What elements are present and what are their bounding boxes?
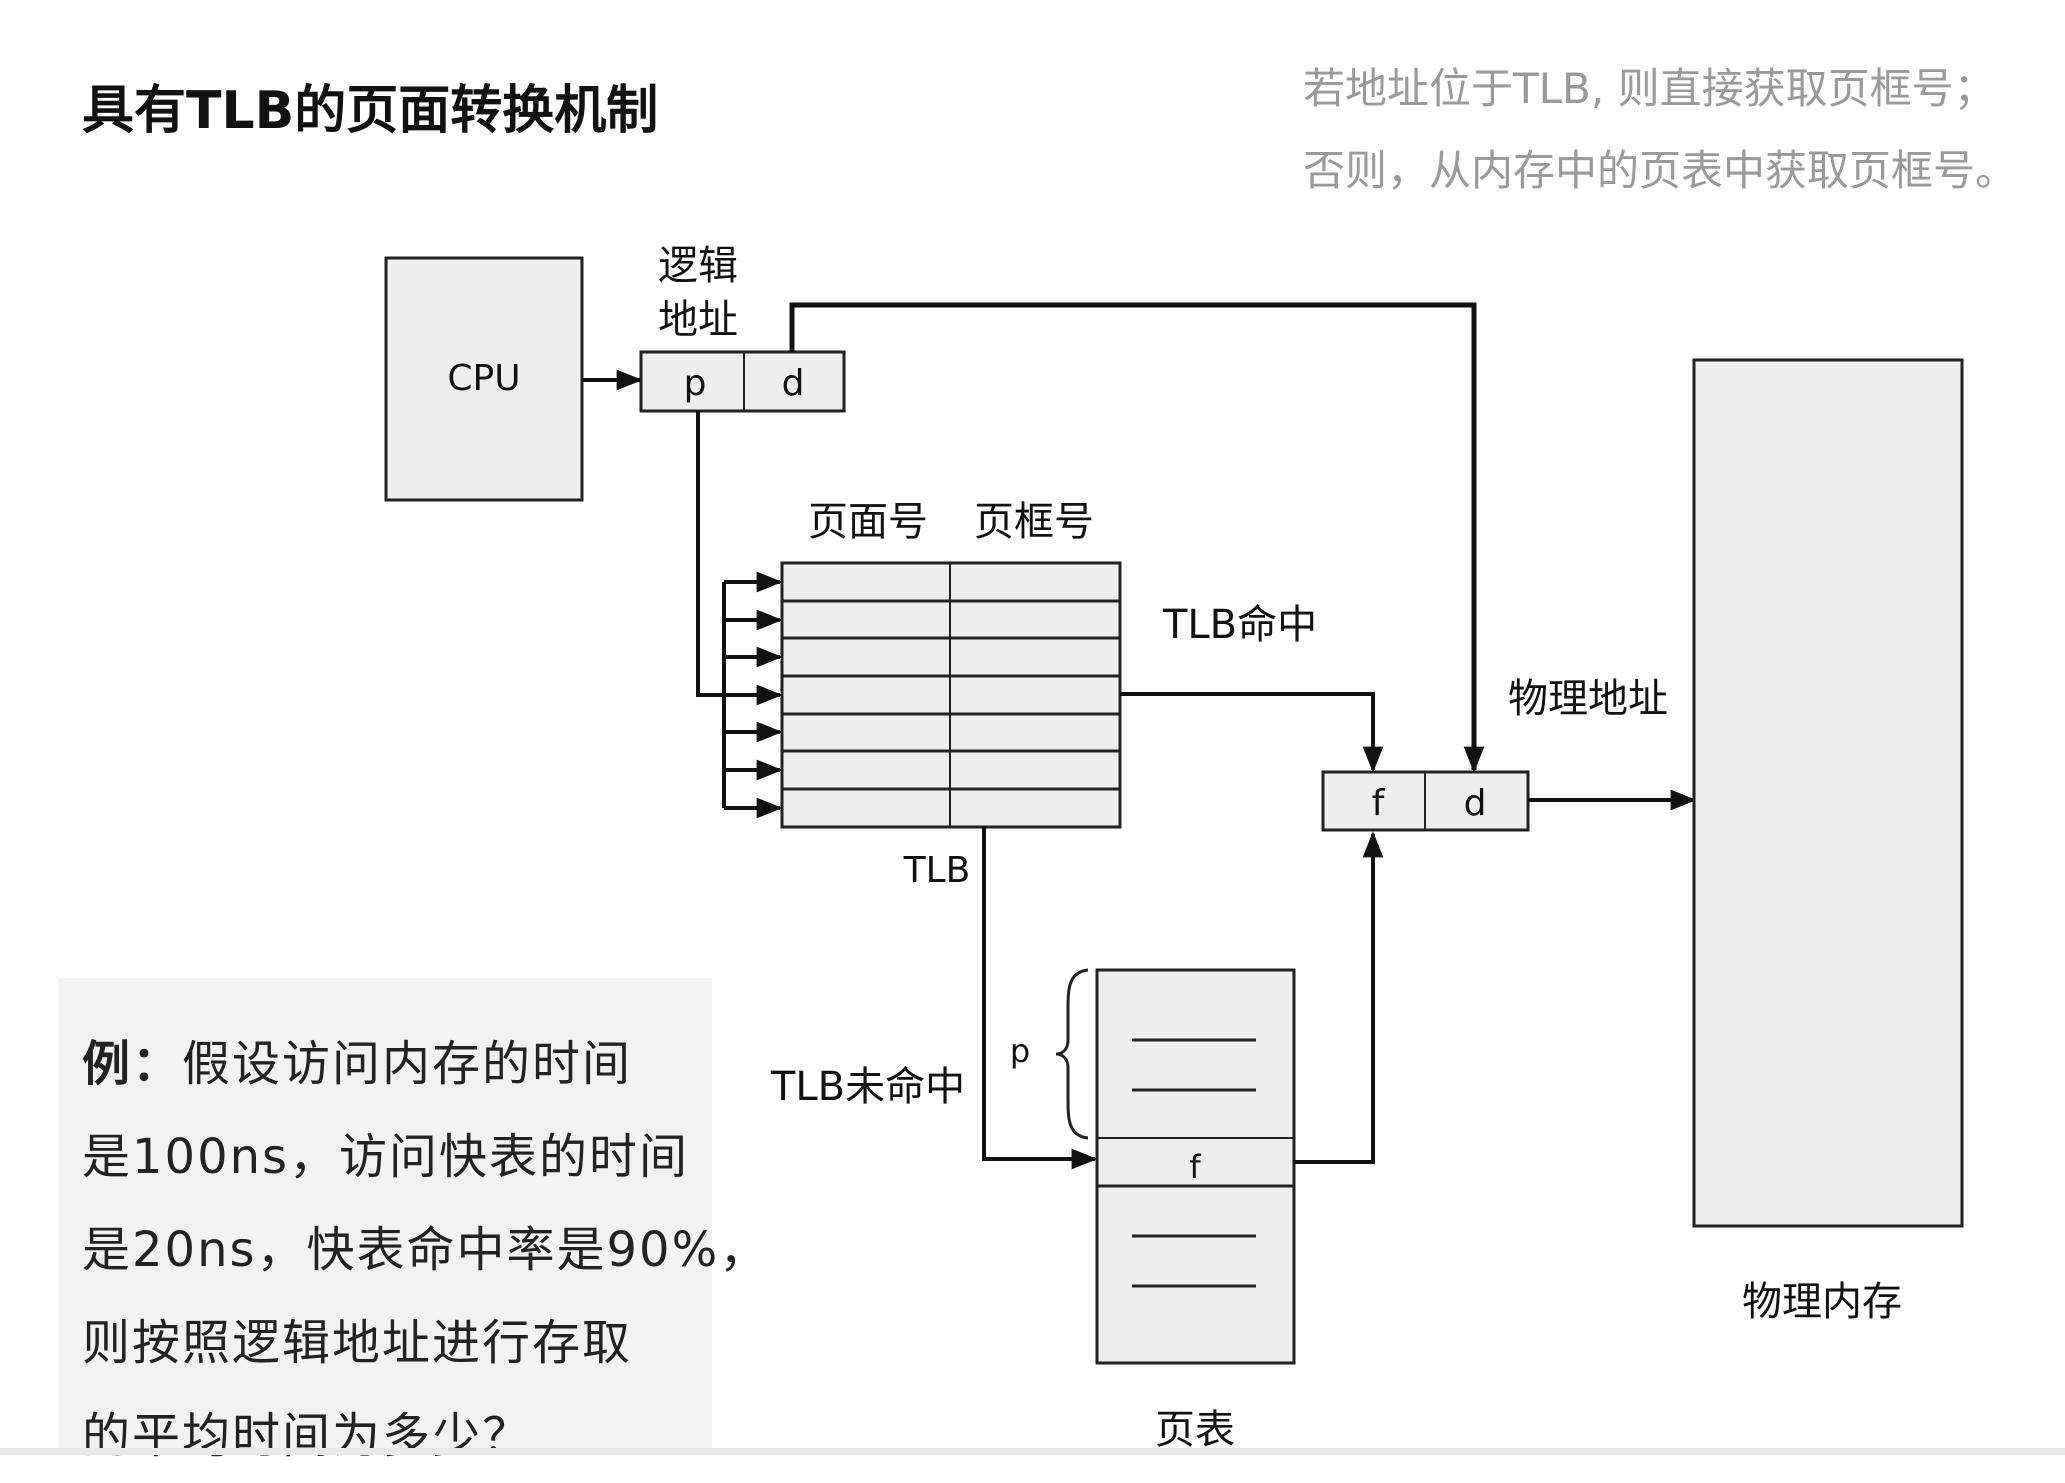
page-number-path — [696, 411, 724, 697]
page-table-p-label: p — [1010, 1032, 1030, 1070]
logical-p-label: p — [684, 363, 707, 404]
page-table-f-label: f — [1189, 1148, 1201, 1186]
tlb-miss-path — [982, 827, 1098, 1170]
explanation-note: 若地址位于TLB, 则直接获取页框号； 否则，从内存中的页表中获取页框号。 — [1303, 48, 2017, 212]
logical-address-box — [639, 350, 846, 413]
tlb-search-arrows — [724, 571, 783, 819]
page-table — [1095, 968, 1296, 1365]
tlb-hit-path — [1120, 692, 1384, 773]
physical-f-label: f — [1372, 783, 1386, 824]
example-line-4: 则按照逻辑地址进行存取 — [82, 1315, 633, 1371]
tlb-miss-label: TLB未命中 — [770, 1064, 965, 1110]
page-table-to-frame-path — [1294, 831, 1384, 1164]
logical-d-label: d — [782, 363, 805, 404]
tlb-label: TLB — [903, 850, 971, 891]
tlb-header-page-number: 页面号 — [808, 499, 928, 545]
example-lead: 例： — [82, 1036, 183, 1092]
note-line-2: 否则，从内存中的页表中获取页框号。 — [1303, 146, 2018, 195]
note-line-1: 若地址位于TLB, 则直接获取页框号； — [1303, 64, 1996, 113]
example-line-2: 是100ns，访问快表的时间 — [82, 1129, 690, 1185]
example-panel: 例：假设访问内存的时间 是100ns，访问快表的时间 是20ns，快表命中率是9… — [58, 978, 767, 1464]
logical-address-label-2: 地址 — [658, 297, 738, 343]
slide-title: 具有TLB的页面转换机制 — [82, 81, 659, 141]
physical-address-label: 物理地址 — [1508, 676, 1668, 722]
bottom-edge — [0, 1448, 2065, 1455]
physical-d-label: d — [1464, 783, 1487, 824]
tlb-header-frame-number: 页框号 — [974, 499, 1094, 545]
cpu-label: CPU — [447, 358, 520, 399]
page-table-label: 页表 — [1155, 1407, 1235, 1453]
logical-address-label-1: 逻辑 — [658, 243, 738, 289]
example-line-5: 的平均时间为多少？ — [82, 1408, 533, 1464]
example-text: 例：假设访问内存的时间 是100ns，访问快表的时间 是20ns，快表命中率是9… — [82, 1018, 769, 1483]
page-table-brace — [1055, 968, 1089, 1140]
physical-memory-box — [1692, 358, 1964, 1228]
tlb-table — [780, 561, 1122, 829]
tlb-hit-label: TLB命中 — [1162, 602, 1317, 648]
physical-memory-label: 物理内存 — [1742, 1279, 1902, 1325]
example-line-3: 是20ns，快表命中率是90%， — [82, 1222, 770, 1278]
example-line-1: 假设访问内存的时间 — [182, 1036, 633, 1092]
offset-path — [789, 302, 1485, 773]
